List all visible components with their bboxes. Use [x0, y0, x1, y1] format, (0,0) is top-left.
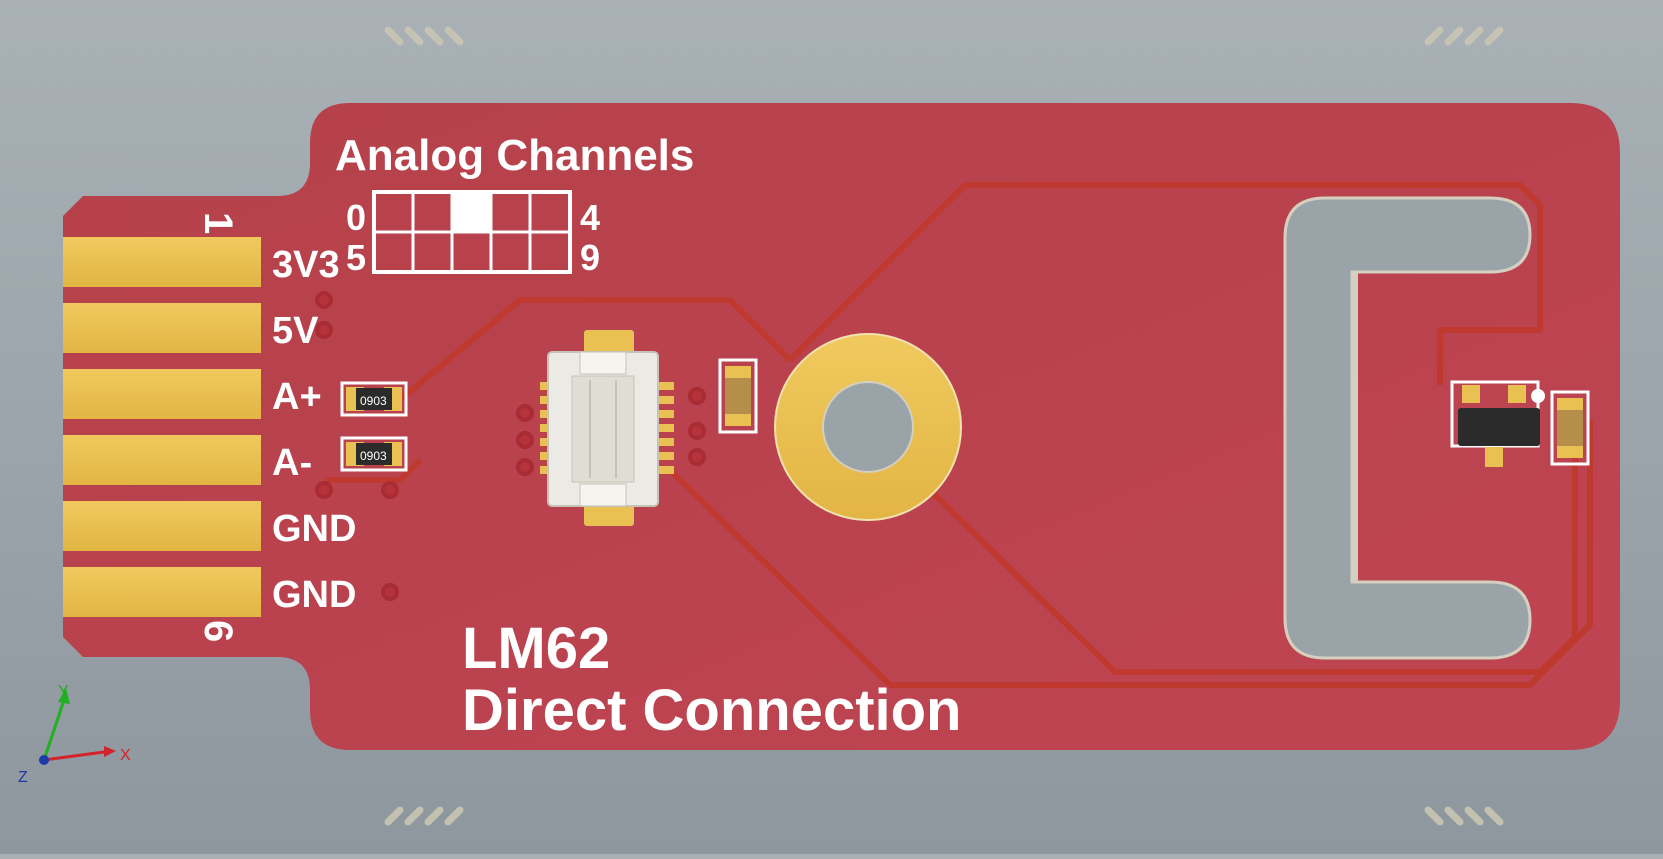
pcb-traces [325, 182, 1593, 688]
pad-label: GND [272, 574, 356, 616]
vias [315, 291, 706, 601]
pad-label: GND [272, 508, 356, 550]
board-cutout-edge [1352, 272, 1358, 582]
channel-label: 5 [346, 237, 366, 278]
board-connector [540, 330, 674, 526]
pad-label: A- [272, 442, 312, 484]
axis-y-label: Y [58, 683, 69, 700]
silkscreen-title: Analog Channels [335, 131, 694, 180]
resistor-code: 0903 [360, 394, 387, 408]
board-cutout-slot [1283, 196, 1532, 660]
pin-marker-bottom: 6 [196, 620, 240, 642]
pad-label: 5V [272, 310, 319, 352]
channel-label: 9 [580, 237, 600, 278]
resistor-code: 0903 [360, 449, 387, 463]
axis-x-label: X [120, 747, 131, 764]
sensor-description: Direct Connection [462, 678, 962, 743]
gold-finger-gnd-1 [63, 501, 261, 551]
pad-label: 3V3 [272, 244, 340, 286]
channel-label: 0 [346, 197, 366, 238]
sensor-package [1450, 380, 1545, 467]
capacitor-c1 [718, 358, 758, 434]
edge-connector [63, 237, 261, 617]
channel-label: 4 [580, 197, 600, 238]
gold-finger-a-plus [63, 369, 261, 419]
axis-z-label: Z [18, 769, 28, 786]
pin-marker-top: 1 [196, 212, 240, 234]
resistor-r2: 0903 [340, 436, 408, 472]
pad-label: A+ [272, 376, 322, 418]
sensor-name: LM62 [462, 616, 610, 681]
capacitor-c2 [1550, 390, 1590, 466]
resistor-r1: 0903 [340, 381, 408, 417]
gold-finger-a-minus [63, 435, 261, 485]
pad-labels: 3V3 5V A+ A- GND GND [272, 244, 356, 616]
channel-cell-selected [452, 194, 490, 231]
background-legs [384, 26, 1504, 826]
mounting-hole [774, 333, 962, 521]
channel-grid: 0 4 5 9 [346, 190, 600, 278]
gold-finger-gnd-2 [63, 567, 261, 617]
gold-finger-3v3 [63, 237, 261, 287]
axis-triad: X Y Z [18, 683, 131, 786]
gold-finger-5v [63, 303, 261, 353]
